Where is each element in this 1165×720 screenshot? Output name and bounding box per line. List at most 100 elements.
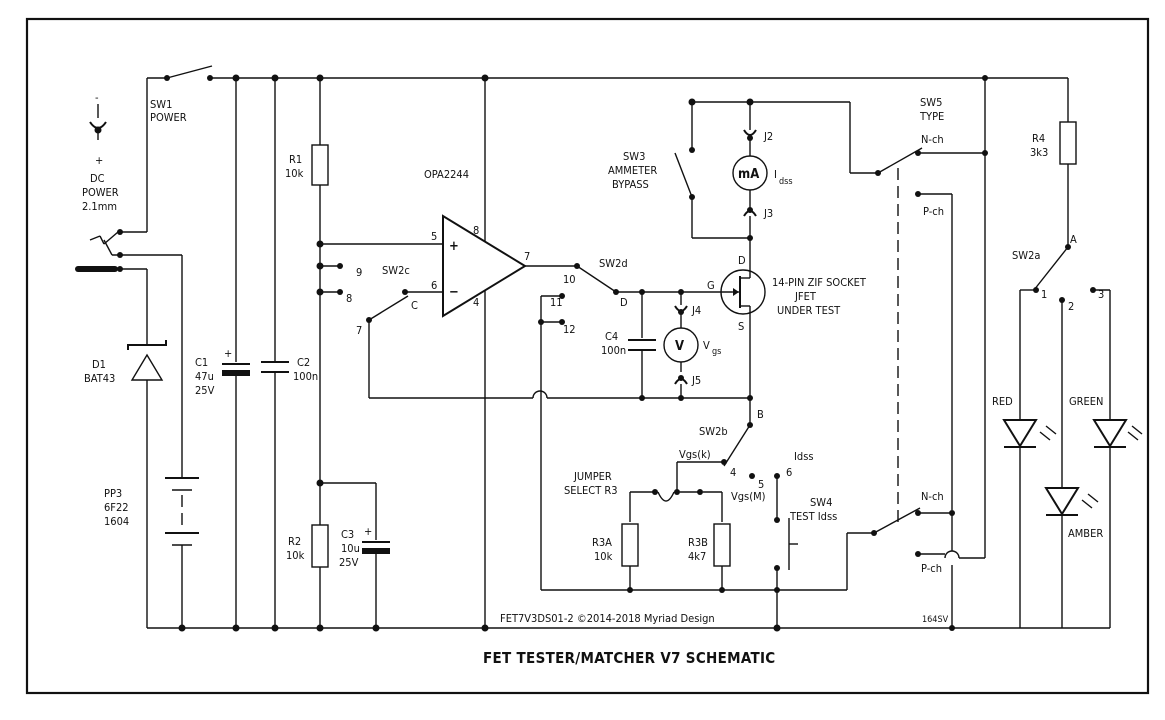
dc-label-2: POWER xyxy=(82,186,119,199)
sw1-power-switch xyxy=(164,65,213,81)
vgs-main: V xyxy=(703,339,710,352)
c3-label: C3 xyxy=(341,528,354,541)
jumper-label-2: SELECT R3 xyxy=(564,484,618,497)
sw5-label-2: TYPE xyxy=(919,110,944,123)
opamp-plus: + xyxy=(449,239,459,254)
dc-minus: - xyxy=(95,91,99,104)
c3-value: 10u xyxy=(341,542,360,555)
c1-value: 47u xyxy=(195,370,214,383)
dc-socket-contacts xyxy=(75,78,183,478)
r3b-resistor xyxy=(713,523,731,593)
r4-value: 3k3 xyxy=(1030,146,1048,159)
r2-value: 10k xyxy=(286,549,305,562)
c1-label: C1 xyxy=(195,356,208,369)
voltmeter-vgs xyxy=(663,292,699,401)
pp3-label-2: 6F22 xyxy=(104,501,129,514)
jumper-select-r3 xyxy=(629,489,723,522)
voltmeter-symbol: V xyxy=(675,339,684,354)
r3a-resistor xyxy=(621,523,639,593)
c4-label: C4 xyxy=(605,330,618,343)
pp3-label-1: PP3 xyxy=(104,487,122,500)
r1-label: R1 xyxy=(289,153,302,166)
idss-main: I xyxy=(774,168,777,181)
c4-capacitor xyxy=(628,292,656,401)
dc-label-3: 2.1mm xyxy=(82,200,117,213)
amber-led xyxy=(1044,487,1099,628)
j3-label: J3 xyxy=(763,207,773,220)
r2-label: R2 xyxy=(288,535,301,548)
sw2a-pin2: 2 xyxy=(1068,300,1074,313)
red-led xyxy=(1002,419,1057,628)
green-led-label: GREEN xyxy=(1069,395,1103,408)
r4-label: R4 xyxy=(1032,132,1045,145)
sw3-label-1: SW3 xyxy=(623,150,645,163)
opamp-minus: − xyxy=(449,285,459,300)
zif-label-2: JFET xyxy=(794,290,817,303)
junction-dots xyxy=(178,74,781,632)
opamp-label: OPA2244 xyxy=(424,168,469,181)
c2-value: 100n xyxy=(293,370,318,383)
sw4-pch: P-ch xyxy=(921,562,942,575)
amber-led-label: AMBER xyxy=(1068,527,1103,540)
footer-document-id: FET7V3DS01-2 ©2014-2018 Myriad Design xyxy=(500,612,715,625)
c2-capacitor xyxy=(261,78,289,628)
jfet-under-test xyxy=(720,238,766,405)
sw2c-switch xyxy=(337,263,443,398)
opamp-pin4: 4 xyxy=(473,296,479,309)
sw2a-switch xyxy=(1019,246,1111,488)
sw2d-pin10: 10 xyxy=(563,273,576,286)
sw2b-pinB: B xyxy=(757,408,764,421)
sw2c-pin8: 8 xyxy=(346,292,352,305)
sw2b-label: SW2b xyxy=(699,425,728,438)
sw3-label-2: AMMETER xyxy=(608,164,657,177)
sw1-label: SW1 xyxy=(150,98,172,111)
r4-resistor xyxy=(1059,78,1077,250)
sw2c-label: SW2c xyxy=(382,264,410,277)
r2-resistor xyxy=(311,524,329,628)
sw2c-pin9: 9 xyxy=(356,266,362,279)
d1-label: D1 xyxy=(92,358,106,371)
sw2a-pin1: 1 xyxy=(1041,288,1047,301)
sw2c-pinC: C xyxy=(411,299,418,312)
opamp-pin8: 8 xyxy=(473,224,479,237)
r1-value: 10k xyxy=(285,167,304,180)
c1-plus: + xyxy=(224,347,232,360)
c4-value: 100n xyxy=(601,344,626,357)
pp3-battery xyxy=(165,477,199,628)
dc-plus: + xyxy=(95,154,103,167)
sw2d-pin11: 11 xyxy=(550,296,563,309)
outer-border xyxy=(25,17,1150,695)
zif-label-3: UNDER TEST xyxy=(777,304,841,317)
j2-label: J2 xyxy=(763,130,773,143)
opamp-pin6: 6 xyxy=(431,279,437,292)
red-led-label: RED xyxy=(992,395,1013,408)
ammeter-symbol: mA xyxy=(738,167,759,182)
zif-label-1: 14-PIN ZIF SOCKET xyxy=(772,276,867,289)
sw5-nch: N-ch xyxy=(921,133,944,146)
sw2b-vgs-m: Vgs(M) xyxy=(731,490,766,503)
jfet-pin-s: S xyxy=(738,320,744,333)
r3b-value: 4k7 xyxy=(688,550,706,563)
d1-diode xyxy=(127,269,167,628)
sw2d-pinD: D xyxy=(620,296,628,309)
dc-power-jack xyxy=(89,104,107,140)
sw2b-pin5: 5 xyxy=(758,478,764,491)
c3-voltage: 25V xyxy=(339,556,359,569)
schematic-title: FET TESTER/MATCHER V7 SCHEMATIC xyxy=(483,649,775,667)
r3a-value: 10k xyxy=(594,550,613,563)
c1-capacitor xyxy=(222,78,250,628)
c3-capacitor xyxy=(320,482,390,628)
sw5-pch: P-ch xyxy=(923,205,944,218)
r3b-label: R3B xyxy=(688,536,708,549)
sw2d-label: SW2d xyxy=(599,257,628,270)
sw2a-pin3: 3 xyxy=(1098,288,1104,301)
dc-label-1: DC xyxy=(90,172,105,185)
sw4-nch: N-ch xyxy=(921,490,944,503)
sw2a-pinA: A xyxy=(1070,233,1077,246)
footer-revision: 164SV xyxy=(922,615,949,625)
opamp-pin7: 7 xyxy=(524,250,530,263)
c2-label: C2 xyxy=(297,356,310,369)
jfet-pin-d: D xyxy=(738,254,746,267)
idss-sub: dss xyxy=(779,177,793,187)
ammeter-idss xyxy=(732,102,768,238)
